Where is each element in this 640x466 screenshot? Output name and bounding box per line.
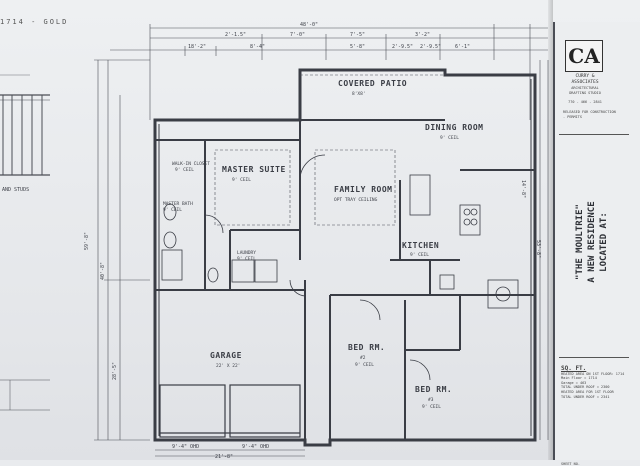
top-dim-9: 2'-9.5": [420, 44, 441, 50]
laundry-ceiling: 9' CEIL: [237, 256, 256, 262]
bed3-number: #3: [428, 397, 434, 403]
garage-size: 22' X 22': [216, 363, 240, 369]
bottom-dim-1: 9'-4" OHD: [172, 444, 199, 450]
top-dim-7: 5'-8": [350, 44, 365, 50]
square-footage-block: SQ. FT. HEATED AREA ON 1ST FLOOR: 1714 M…: [561, 365, 627, 399]
top-dim-3: 7'-0": [290, 32, 305, 38]
bed2-name: BED RM.: [348, 343, 385, 352]
kitchen-name: KITCHEN: [402, 241, 439, 250]
sq-line: TOTAL UNDER ROOF = 2300: [561, 385, 610, 390]
top-dimension-lines: [110, 24, 548, 120]
project-location: LOCATED AT:: [599, 212, 609, 272]
bottom-dim-2: 9'-4" OHD: [242, 444, 269, 450]
overall-dimension: 48'-0": [300, 22, 318, 28]
ceiling-lines: [214, 74, 445, 226]
sq-line: Main Floor = 1714: [561, 376, 597, 381]
project-subtitle: A NEW RESIDENCE: [587, 201, 597, 283]
left-dim-1: 59'-8": [84, 232, 90, 250]
top-dim-10: 6'-1": [455, 44, 470, 50]
top-dim-8: 2'-9.5": [392, 44, 413, 50]
top-dim-4: 7'-5": [350, 32, 365, 38]
interior-walls: [155, 119, 535, 440]
patio-name: COVERED PATIO: [338, 79, 407, 88]
top-dim-2: 8'-4": [250, 44, 265, 50]
master-name: MASTER SUITE: [222, 165, 286, 174]
release-note: RELEASED FOR CONSTRUCTION - PERMITS: [563, 110, 616, 119]
bed2-ceiling: 9' CEIL: [355, 362, 374, 368]
bed3-ceiling: 9' CEIL: [422, 404, 441, 410]
right-dim-2: 14'-8": [520, 180, 526, 198]
plan-code-header: 1714 - GOLD: [0, 18, 69, 26]
sq-line: Garage = 463: [561, 380, 587, 385]
stud-detail-label: AND STUDS: [2, 187, 29, 193]
left-dim-2: 40'-8": [100, 262, 106, 280]
kitchen-ceiling: 9' CEIL: [410, 252, 429, 258]
project-name-block: "THE MOULTRIE" A NEW RESIDENCE LOCATED A…: [561, 142, 623, 342]
top-dim-1: 2'-1.5": [225, 32, 246, 38]
family-ceiling: OPT TRAY CEILING: [334, 197, 378, 203]
right-dim-1: 53'-8": [535, 240, 541, 258]
sheet-number-label: SHEET NO.: [561, 462, 580, 466]
project-title: "THE MOULTRIE": [575, 204, 585, 280]
fixtures: [161, 154, 519, 381]
dining-name: DINING ROOM: [425, 123, 483, 132]
top-dim-5: 3'-2": [415, 32, 430, 38]
bath-name: MASTER BATH: [163, 201, 193, 207]
garage-doors: [159, 384, 301, 438]
title-block: CA CURRY & ASSOCIATES ARCHITECTURAL DRAF…: [553, 22, 640, 466]
sheet-edge-shadow: [548, 0, 553, 460]
sq-line: HEATED AREA ON 1ST FLOOR: 1714: [561, 371, 625, 376]
firm-logo: CA: [565, 40, 603, 72]
family-name: FAMILY ROOM: [334, 185, 392, 194]
patio-size: 8'X8': [352, 91, 366, 97]
bath-ceiling: 9' CEIL: [163, 207, 182, 213]
sq-line: TOTAL UNDER ROOF = 2341: [561, 394, 610, 399]
master-ceiling: 9' CEIL: [232, 177, 251, 183]
dining-ceiling: 9' CEIL: [440, 135, 459, 141]
stud-detail: [0, 74, 50, 411]
bottom-dimension-lines: [155, 449, 305, 457]
top-dim-6: 18'-2": [188, 44, 206, 50]
title-divider-2: [559, 357, 629, 358]
bottom-dim-3: 21'-8": [215, 454, 233, 460]
closet-name: WALK-IN CLOSET: [172, 161, 210, 167]
closet-ceiling: 9' CEIL: [175, 167, 194, 173]
garage-name: GARAGE: [210, 351, 242, 360]
laundry-name: LAUNDRY: [237, 250, 256, 256]
firm-name: CURRY & ASSOCIATES: [571, 74, 599, 85]
firm-subtitle: ARCHITECTURAL DRAFTING STUDIO: [569, 86, 601, 95]
firm-phone: 770 - 466 - 2841: [568, 100, 602, 104]
right-dimension-lines: [539, 60, 549, 440]
bed3-name: BED RM.: [415, 385, 452, 394]
bed2-number: #2: [360, 355, 366, 361]
title-divider: [559, 134, 629, 135]
left-dim-3: 28'-5": [112, 362, 118, 380]
sq-title: SQ. FT.: [561, 365, 587, 372]
left-dimension-lines: [94, 59, 150, 441]
sq-line: HEATED AREA FOR 1ST FLOOR: [561, 389, 614, 394]
